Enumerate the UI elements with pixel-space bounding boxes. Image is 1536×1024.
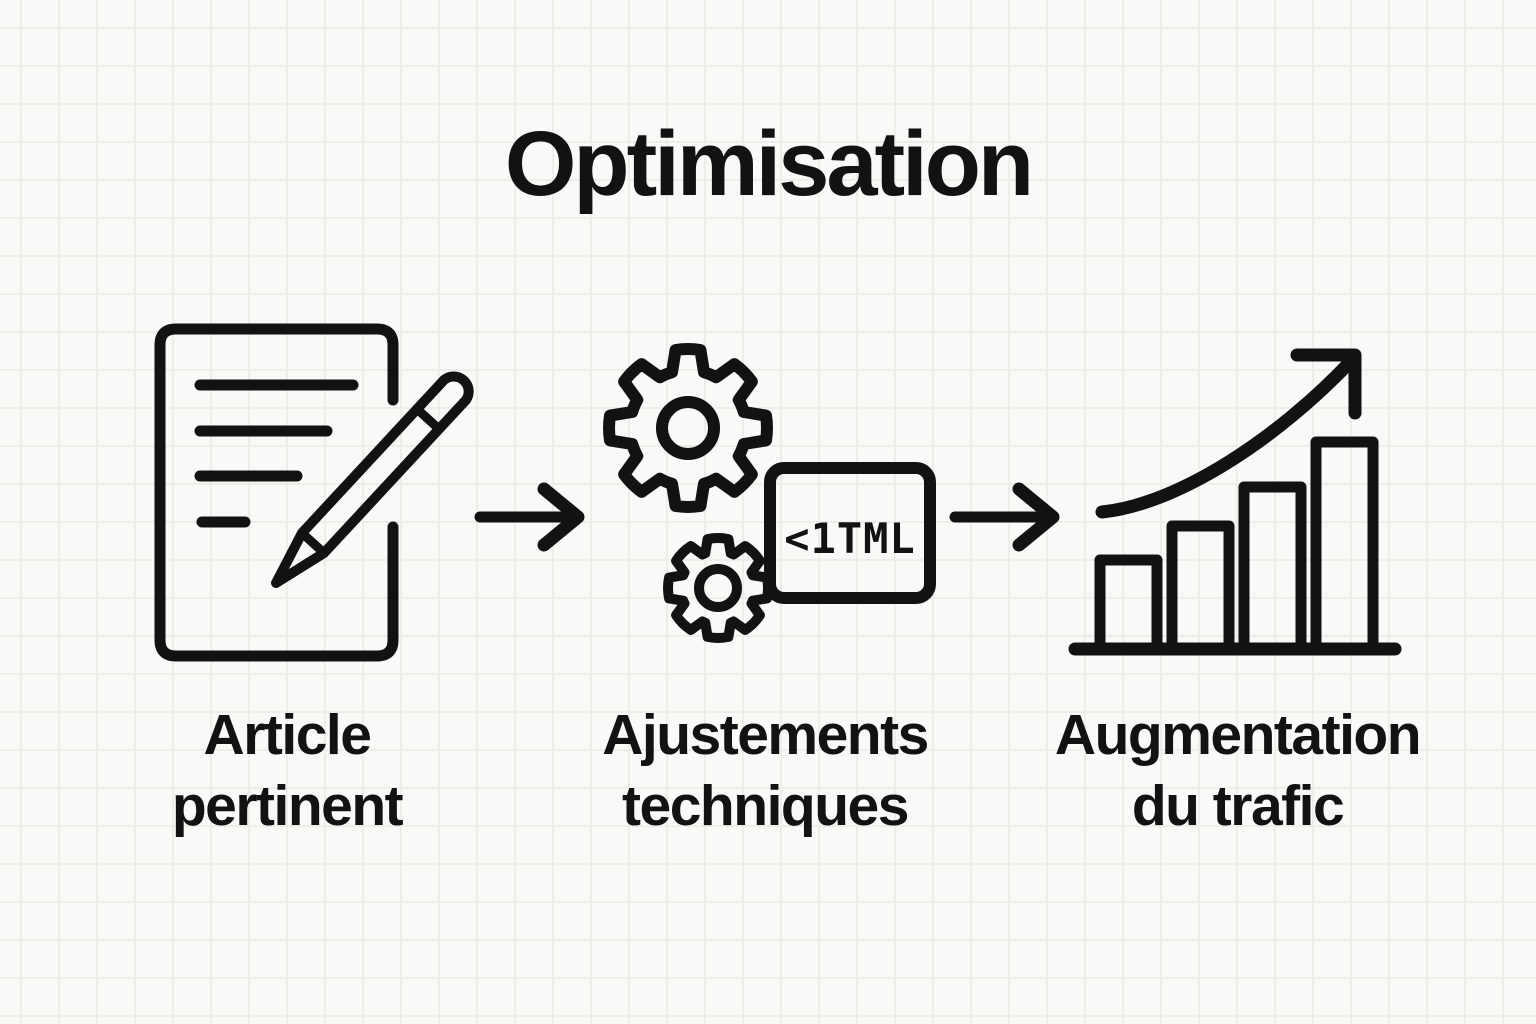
- flow-arrow-icon: [949, 482, 1060, 552]
- growth-curve: [1095, 355, 1357, 519]
- step-label-article: Article pertinent: [87, 700, 487, 842]
- pencil-tip-line: [297, 528, 329, 558]
- step-label-line: Augmentation: [1054, 703, 1422, 767]
- document-outline: [154, 323, 399, 662]
- traffic-growth-icon: [1068, 348, 1402, 656]
- chart-bars: [1094, 436, 1379, 652]
- pencil-ferrule-line: [412, 404, 444, 434]
- step-label-ajustements: Ajustements techniques: [565, 700, 965, 842]
- step-label-line: du trafic: [1131, 774, 1345, 838]
- step-label-line: Ajustements: [602, 703, 929, 767]
- step-label-line: Article: [203, 703, 372, 767]
- article-pencil-icon: [154, 323, 474, 662]
- step-label-augmentation: Augmentation du trafic: [1030, 700, 1445, 842]
- gear-small-icon: [663, 533, 773, 643]
- code-text: <1TML: [784, 514, 915, 563]
- document-text-lines: [194, 379, 359, 528]
- gear-small-hole: [694, 564, 742, 612]
- step-label-line: pertinent: [171, 774, 404, 838]
- gear-large-icon: [603, 343, 773, 513]
- gears-code-icon: <1TML: [603, 343, 936, 643]
- flow-arrow-icon: [474, 482, 585, 552]
- step-label-line: techniques: [622, 774, 909, 838]
- pencil-icon: [271, 371, 474, 588]
- page-title: Optimisation: [504, 113, 1034, 215]
- growth-arrowhead: [1290, 348, 1362, 420]
- code-box: [764, 462, 936, 604]
- gear-large-hole: [656, 396, 720, 460]
